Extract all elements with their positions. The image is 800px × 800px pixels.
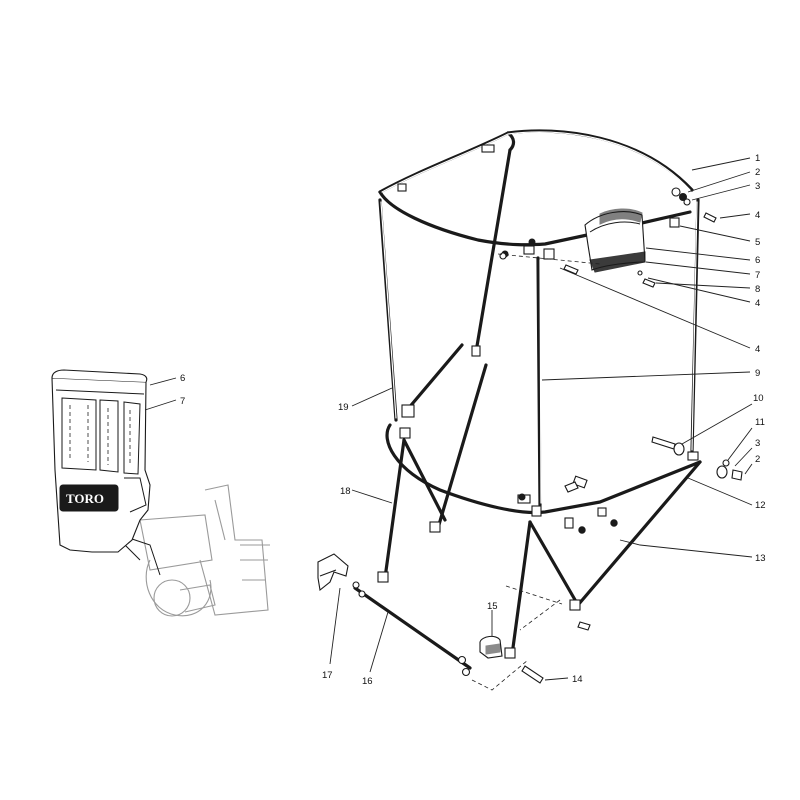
callout-1: 1: [755, 153, 760, 164]
callout-2-second: 2: [755, 454, 760, 465]
part-15-clamp: [479, 635, 503, 659]
callout-5: 5: [755, 237, 760, 248]
callout-19: 19: [338, 402, 349, 413]
toro-logo-text: TORO: [66, 491, 104, 506]
cab-frame-assembly: [353, 129, 702, 670]
callout-10: 10: [753, 393, 764, 404]
callout-17: 17: [322, 670, 333, 681]
inset-callout-7: 7: [180, 396, 185, 407]
callout-4-third: 4: [755, 344, 760, 355]
callout-7: 7: [755, 270, 760, 281]
callout-3-second: 3: [755, 438, 760, 449]
part-17-bracket: [317, 553, 349, 592]
callout-8: 8: [755, 284, 760, 295]
roof-bracket-part: [584, 208, 646, 273]
callout-6: 6: [755, 255, 760, 266]
leader-lines: [144, 157, 753, 681]
hardware-items: [352, 187, 743, 684]
assembly-dashed-lines: [471, 253, 601, 691]
callout-labels: 1 2 3 4 5 6 7 8 4 4 9 10 11 3 2 12 13 14…: [180, 153, 766, 687]
callout-13: 13: [755, 553, 766, 564]
callout-15: 15: [487, 601, 498, 612]
inset-snowthrower-illustration: TORO: [51, 369, 270, 617]
callout-3: 3: [755, 181, 760, 192]
callout-9: 9: [755, 368, 760, 379]
callout-4-second: 4: [755, 298, 760, 309]
callout-12: 12: [755, 500, 766, 511]
callout-2: 2: [755, 167, 760, 178]
callout-16: 16: [362, 676, 373, 687]
callout-18: 18: [340, 486, 351, 497]
toro-logo-patch: [59, 484, 119, 512]
inset-callout-6: 6: [180, 373, 185, 384]
frame-brackets: [377, 144, 699, 659]
callout-14: 14: [572, 674, 583, 685]
callout-4: 4: [755, 210, 760, 221]
callout-11: 11: [755, 417, 765, 428]
